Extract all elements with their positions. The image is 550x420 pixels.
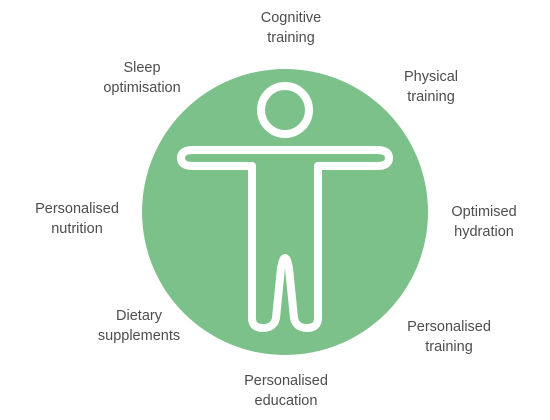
label-cognitive-training: Cognitive training [261, 8, 321, 48]
label-line: Personalised [244, 373, 328, 389]
label-line: hydration [454, 224, 514, 240]
label-line: Dietary [116, 308, 162, 324]
label-line: Personalised [407, 319, 491, 335]
label-line: Optimised [451, 204, 517, 220]
label-line: supplements [97, 328, 181, 344]
label-personalised-nutrition: Personalised nutrition [35, 199, 119, 239]
label-line: Cognitive [260, 10, 322, 26]
label-sleep-optimisation: Sleep optimisation [103, 58, 180, 98]
label-line: education [254, 393, 318, 409]
label-line: Personalised [35, 201, 119, 217]
label-line: nutrition [51, 221, 103, 237]
label-line: training [407, 89, 455, 105]
label-personalised-training: Personalised training [407, 317, 491, 357]
label-line: optimisation [103, 80, 181, 96]
label-physical-training: Physical training [404, 67, 458, 107]
figure-body [177, 146, 393, 332]
figure-head [257, 82, 313, 138]
label-line: training [425, 339, 473, 355]
label-line: Physical [404, 69, 458, 85]
label-dietary-supplements: Dietary supplements [98, 306, 180, 346]
label-personalised-education: Personalised education [244, 371, 328, 411]
label-line: Sleep [123, 60, 161, 76]
label-optimised-hydration: Optimised hydration [451, 202, 516, 242]
label-line: training [267, 30, 315, 46]
green-circle [142, 69, 428, 355]
human-figure-icon [177, 82, 393, 332]
